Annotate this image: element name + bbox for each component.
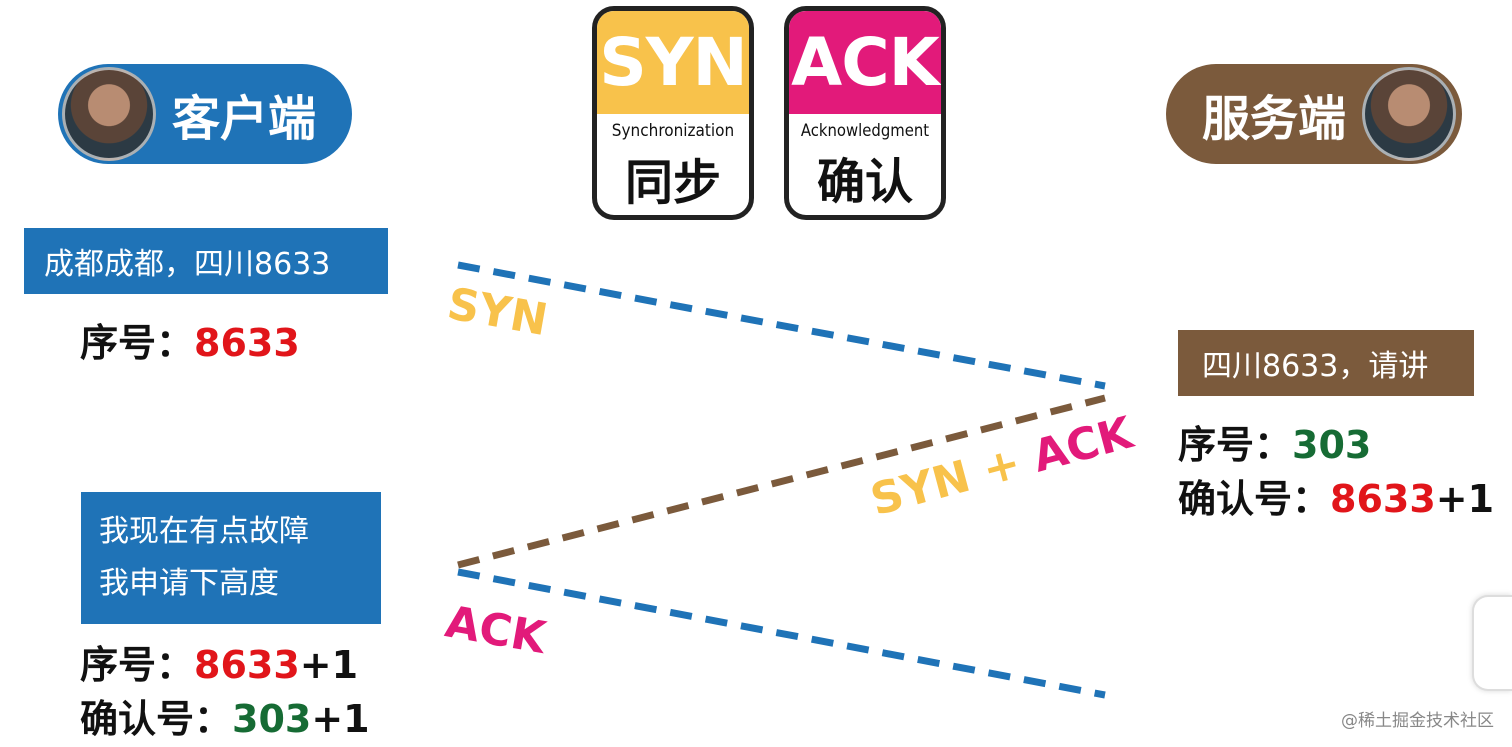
server-seq-value: 303 xyxy=(1292,423,1372,467)
client-ack-2-value: 303 xyxy=(232,697,312,741)
client-message-2-line1: 我现在有点故障 xyxy=(99,514,309,549)
side-panel-handle[interactable] xyxy=(1472,595,1512,691)
client-seq-1-label: 序号： xyxy=(80,321,195,365)
server-ack-value: 8633 xyxy=(1330,477,1436,521)
syn-line xyxy=(457,261,1106,390)
client-message-1-text: 成都成都，四川8633 xyxy=(44,247,331,282)
server-seq-label: 序号： xyxy=(1178,423,1293,467)
ack-card: ACK Acknowledgment 确认 xyxy=(784,6,946,220)
server-ack-label: 确认号： xyxy=(1178,477,1331,521)
client-seq-1: 序号：8633 xyxy=(80,312,300,367)
client-seq-2: 序号：8633+1 xyxy=(80,634,358,689)
client-ack-2-label: 确认号： xyxy=(80,697,233,741)
client-seq-1-value: 8633 xyxy=(194,321,300,365)
server-ack-suffix: +1 xyxy=(1435,477,1495,521)
client-message-1: 成都成都，四川8633 xyxy=(24,228,388,294)
server-message-text: 四川8633，请讲 xyxy=(1202,349,1429,384)
client-label: 客户端 xyxy=(172,91,317,147)
syn-card-fullname: Synchronization xyxy=(611,121,735,141)
ack-card-fullname: Acknowledgment xyxy=(800,121,930,140)
client-seq-2-value: 8633 xyxy=(194,643,300,687)
syn-card-chinese: 同步 xyxy=(624,155,721,211)
synack-line xyxy=(457,394,1106,569)
client-seq-2-suffix: +1 xyxy=(299,643,359,687)
watermark: @稀土掘金技术社区 xyxy=(1341,711,1494,731)
ack-card-chinese: 确认 xyxy=(816,154,913,210)
server-ack: 确认号：8633+1 xyxy=(1178,468,1494,523)
server-message: 四川8633，请讲 xyxy=(1178,330,1474,396)
client-ack-2: 确认号：303+1 xyxy=(80,688,370,743)
server-pill: 服务端 xyxy=(1166,64,1462,164)
syn-card-abbr: SYN xyxy=(597,11,749,114)
ack-line xyxy=(457,568,1106,699)
client-pill: 客户端 xyxy=(58,64,352,164)
syn-card: SYN Synchronization 同步 xyxy=(592,6,754,220)
client-message-2: 我现在有点故障 我申请下高度 xyxy=(81,492,381,624)
client-ack-2-suffix: +1 xyxy=(311,697,370,741)
server-label: 服务端 xyxy=(1202,91,1347,147)
server-seq: 序号：303 xyxy=(1178,414,1371,469)
client-message-2-line2: 我申请下高度 xyxy=(99,566,279,601)
server-avatar xyxy=(1362,67,1457,161)
client-seq-2-label: 序号： xyxy=(80,643,195,687)
client-avatar xyxy=(62,67,156,161)
ack-card-abbr: ACK xyxy=(789,11,941,114)
